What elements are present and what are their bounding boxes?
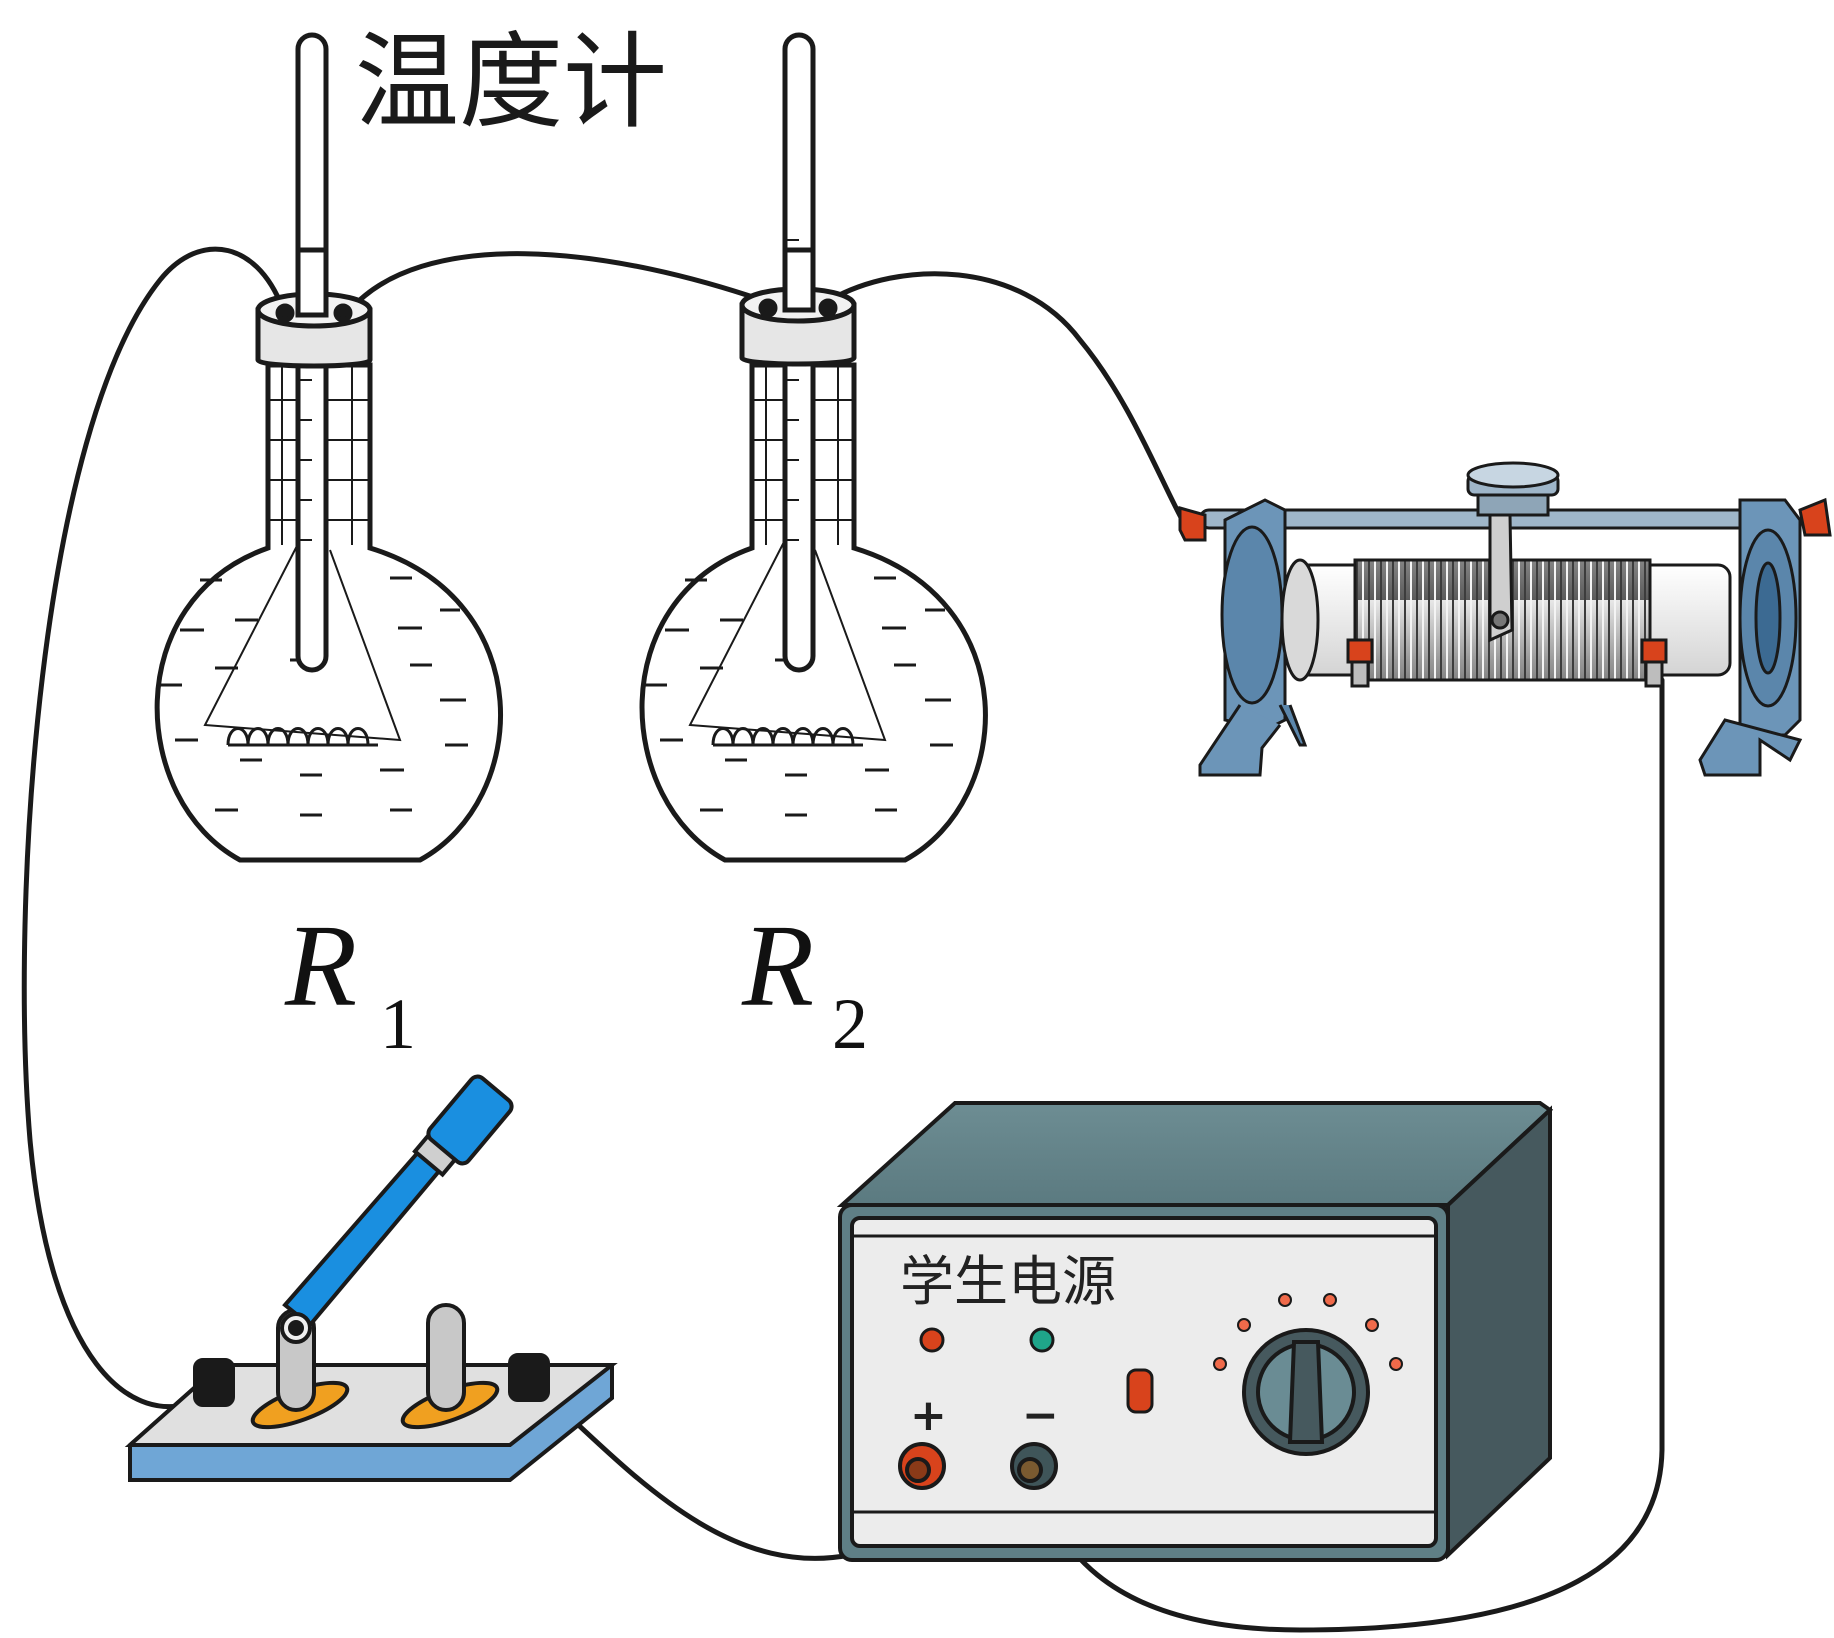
wire-r1-r2 [347, 251, 793, 313]
coil-icon [226, 727, 378, 747]
label-r2-main: R [741, 900, 814, 1031]
rheostat-icon [1178, 461, 1832, 777]
knife-switch-icon [124, 1074, 618, 1482]
terminal-positive[interactable] [898, 1442, 946, 1490]
label-r2: R 2 [741, 900, 868, 1064]
label-r1: R 1 [284, 900, 416, 1064]
wire-r2-rheostat [827, 271, 1188, 528]
label-r1-sub: 1 [380, 984, 416, 1064]
flask-r1 [154, 32, 503, 863]
power-supply-label: 学生电源 [900, 1250, 1116, 1313]
plus-label: + [910, 1390, 947, 1441]
indicator-red [919, 1327, 945, 1353]
indicator-green [1029, 1327, 1055, 1353]
minus-label: − [1022, 1390, 1059, 1441]
flask-icon [154, 362, 503, 863]
label-r1-main: R [284, 900, 357, 1031]
dial-markers [1213, 1293, 1403, 1371]
flask-r2 [639, 32, 988, 863]
terminal-negative[interactable] [1010, 1442, 1058, 1490]
knife-switch[interactable] [124, 1073, 618, 1482]
thermometer-label: 温度计 [355, 21, 667, 143]
knob-icon[interactable] [1242, 1328, 1370, 1456]
power-toggle[interactable] [1126, 1368, 1154, 1414]
coil-icon [711, 727, 863, 747]
power-supply-icon [836, 1101, 1554, 1562]
power-supply: 学生电源 + − [836, 1101, 1554, 1562]
label-r2-sub: 2 [832, 984, 868, 1064]
rheostat [1178, 461, 1832, 777]
wire-left-loop [21, 246, 288, 1410]
